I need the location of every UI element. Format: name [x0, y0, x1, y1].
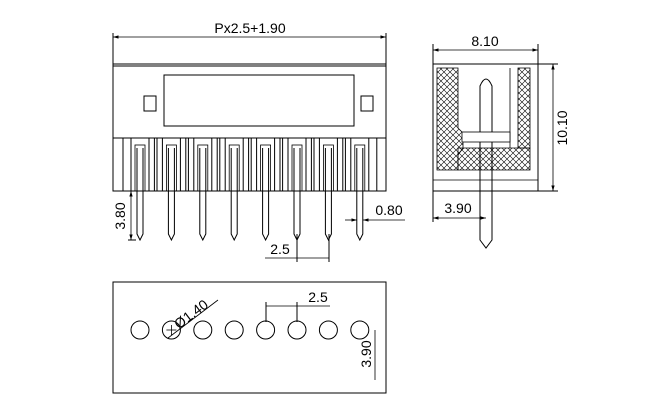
pin-housing-slot — [342, 137, 352, 192]
front-view: Px2.5+1.90 3.80 0.80 2.5 — [112, 20, 405, 262]
pin-shoulder — [197, 144, 209, 192]
pin-front — [153, 137, 189, 242]
pin-housing-slot — [310, 137, 320, 192]
pin-front — [248, 137, 284, 242]
pin-shoulder — [322, 144, 334, 192]
pin-front — [122, 137, 158, 242]
side-pin-bend — [461, 131, 511, 143]
pcb-hole — [256, 320, 276, 340]
row-offset-dim-label: 3.90 — [358, 340, 374, 367]
pcb-layout-view: Ø1.40 2.5 3.90 — [112, 281, 387, 394]
width-dim-label: Px2.5+1.90 — [214, 20, 285, 36]
side-view: 8.10 10.10 3.90 — [432, 33, 570, 249]
pin-housing-slot — [368, 137, 378, 192]
pcb-hole — [161, 320, 181, 340]
pin-housing-slot — [305, 137, 315, 192]
pin-tail — [324, 148, 332, 242]
pin-front — [279, 137, 315, 242]
pin-housing-slot — [185, 137, 195, 192]
pin-front — [216, 137, 252, 242]
pcb-hole — [350, 320, 370, 340]
pin-front — [185, 137, 221, 242]
pin-housing-slot — [148, 137, 158, 192]
depth-dim-label: 8.10 — [471, 33, 498, 49]
pin-tail — [293, 148, 301, 242]
pcb-hole — [224, 320, 244, 340]
pin-tail — [230, 148, 238, 242]
pin-housing-slot — [336, 137, 346, 192]
pin-tail — [136, 148, 144, 242]
pin-housing-slot — [274, 137, 284, 192]
pin-shoulder — [260, 144, 272, 192]
pin-housing-slot — [248, 137, 258, 192]
pcb-footprint-outline — [112, 281, 387, 394]
side-pin-contact — [479, 78, 493, 249]
pin-shoulder — [165, 144, 177, 192]
pcb-hole — [130, 320, 150, 340]
pin-housing-slot — [122, 137, 132, 192]
hole-diameter-label: Ø1.40 — [171, 296, 211, 332]
body-window — [163, 74, 355, 127]
pin-length-dim-label: 3.80 — [112, 202, 128, 229]
pin-tail — [262, 148, 270, 242]
pin-tail — [199, 148, 207, 242]
latch-slot-left — [143, 95, 157, 112]
pcb-holes — [130, 320, 370, 340]
latch-slot-right — [360, 95, 374, 112]
side-section-hatch-right — [517, 67, 531, 149]
pcb-hole — [193, 320, 213, 340]
side-body-outline — [432, 63, 539, 192]
pin-front — [310, 137, 346, 242]
pcb-hole — [287, 320, 307, 340]
pcb-pitch-dim-label: 2.5 — [308, 289, 328, 305]
pin-shoulder — [354, 144, 366, 192]
side-section-hatch-bottom — [457, 147, 531, 171]
pin-housing-slot — [279, 137, 289, 192]
pin-housing-slot — [153, 137, 163, 192]
pin-housing-slot — [216, 137, 226, 192]
pin-front — [342, 137, 378, 242]
pin-housing-slot — [211, 137, 221, 192]
pin-shoulder — [134, 144, 146, 192]
pin-housing-slot — [179, 137, 189, 192]
pin-offset-dim-label: 3.90 — [444, 200, 471, 216]
pin-shoulder — [228, 144, 240, 192]
pin-tail — [356, 148, 364, 242]
pitch-dim-label: 2.5 — [270, 241, 290, 257]
pcb-hole — [318, 320, 338, 340]
pins-front — [122, 137, 378, 242]
pin-shoulder — [291, 144, 303, 192]
hole-diameter-leader — [167, 299, 219, 339]
pin-tail — [167, 148, 175, 242]
pin-width-dim-label: 0.80 — [375, 202, 402, 218]
height-dim-label: 10.10 — [554, 110, 570, 145]
pin-housing-slot — [242, 137, 252, 192]
